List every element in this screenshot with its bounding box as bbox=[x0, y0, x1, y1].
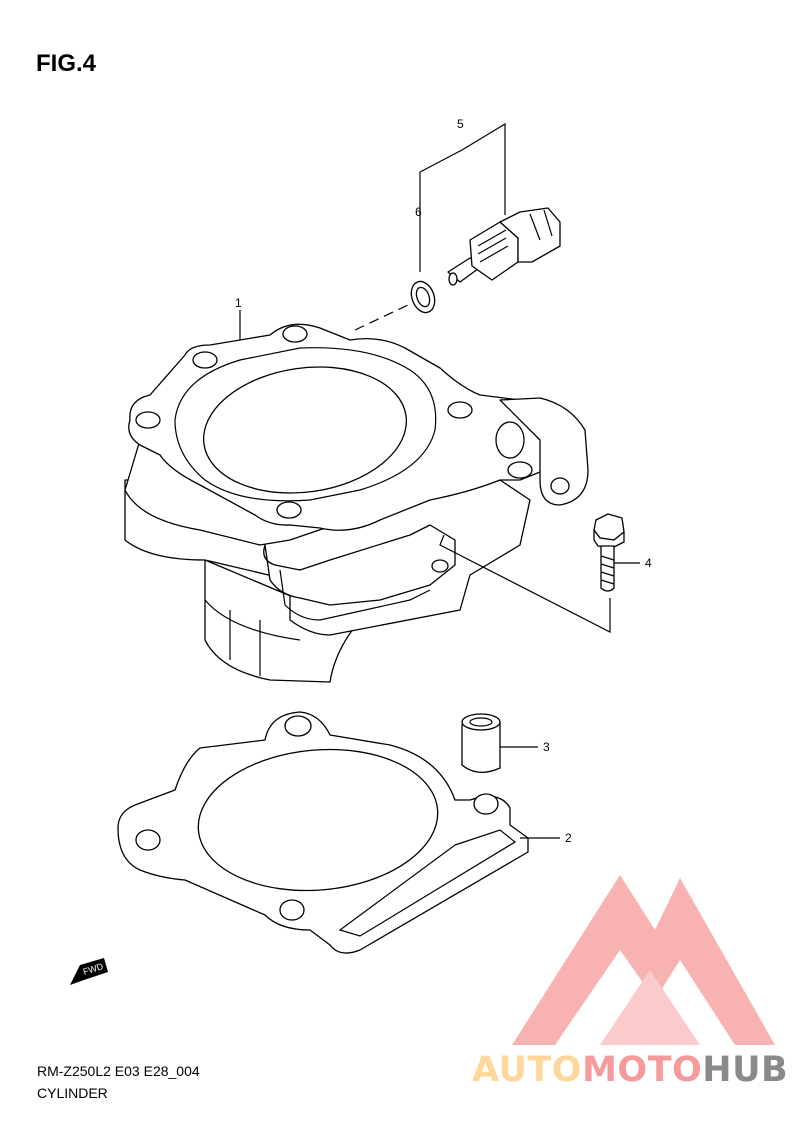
dowel-pin[interactable] bbox=[461, 713, 501, 773]
sensor-gasket[interactable] bbox=[407, 278, 439, 316]
watermark-hub: HUB bbox=[702, 1050, 789, 1090]
watermark-text: AUTOMOTOHUB bbox=[472, 1050, 788, 1090]
figure-title: FIG.4 bbox=[36, 50, 97, 77]
callout-1: 1 bbox=[235, 296, 242, 310]
leader-line-5 bbox=[419, 122, 506, 215]
dash-line bbox=[354, 304, 409, 331]
temperature-sensor[interactable] bbox=[447, 207, 561, 286]
callout-4: 4 bbox=[645, 556, 652, 570]
cylinder-gasket[interactable] bbox=[117, 711, 529, 954]
cylinder-body[interactable] bbox=[124, 323, 589, 683]
diagram-code: RM-Z250L2 E03 E28_004 bbox=[37, 1063, 200, 1079]
watermark-logo-icon bbox=[512, 875, 775, 1045]
leader-line-4b bbox=[439, 534, 611, 633]
fwd-arrow-icon: FWD bbox=[70, 958, 108, 985]
callout-5: 5 bbox=[457, 117, 464, 131]
callout-3: 3 bbox=[543, 740, 550, 754]
bolt[interactable] bbox=[593, 513, 625, 592]
callout-6: 6 bbox=[415, 205, 422, 219]
callout-2: 2 bbox=[565, 831, 572, 845]
diagram-name: CYLINDER bbox=[37, 1085, 108, 1101]
watermark-moto: MOTO bbox=[582, 1050, 703, 1090]
watermark-auto: AUTO bbox=[472, 1050, 583, 1090]
